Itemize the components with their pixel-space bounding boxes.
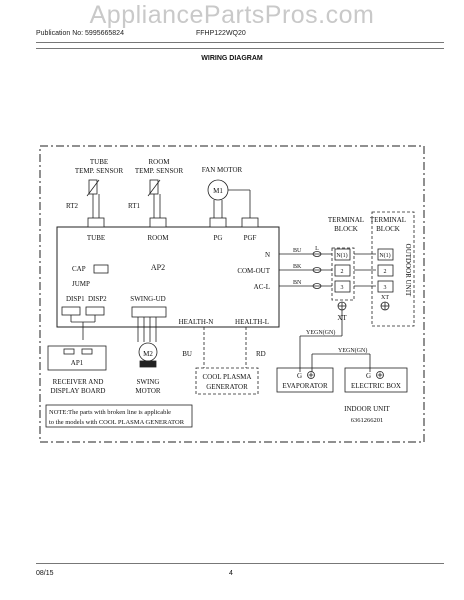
right-terminal-2: 2 — [384, 269, 387, 275]
com-out-label: COM-OUT — [237, 267, 270, 275]
bu-wire-label: BU — [293, 248, 302, 254]
ap2-board — [56, 226, 280, 328]
bu-plasma-wire-label: BU — [182, 350, 192, 358]
room-thermistor — [147, 179, 161, 218]
cap-label: CAP — [72, 265, 86, 273]
terminal-block-right-label-2: BLOCK — [376, 225, 400, 233]
l-wire-label: L — [315, 246, 319, 252]
swing-motor-label-1: SWING — [137, 378, 160, 386]
ap1-label: AP1 — [71, 359, 84, 367]
room-sensor-label-1: ROOM — [148, 158, 170, 166]
left-terminal-n1: N(1) — [336, 252, 347, 259]
outdoor-unit-label: OUTDOOR UNIT — [404, 244, 412, 297]
header-rule-bottom — [36, 48, 444, 49]
rt1-label: RT1 — [128, 202, 141, 210]
n-terminal-label: N — [265, 251, 270, 259]
fan-motor-label: FAN MOTOR — [202, 166, 243, 174]
indoor-to-outdoor-wires — [354, 253, 376, 287]
watermark: AppliancePartsPros.com — [89, 1, 375, 29]
disp1-label: DISP1 — [66, 295, 85, 303]
ground-wires — [299, 310, 371, 372]
evaporator-g-label: G — [297, 372, 302, 380]
tube-sensor-label-2: TEMP. SENSOR — [75, 167, 124, 175]
footer-rule — [36, 563, 444, 564]
disp1-connector — [61, 306, 81, 316]
terminal-block-left-label-1: TERMINAL — [328, 216, 364, 224]
indoor-unit-code: 6361266201 — [351, 417, 384, 424]
electric-box-label: ELECTRIC BOX — [351, 382, 401, 390]
ap2-to-terminal-wires — [279, 251, 332, 289]
diagram-frame — [39, 145, 425, 443]
note-line-1: NOTE:The parts with broken line is appli… — [49, 409, 171, 416]
health-n-label: HEALTH-N — [179, 318, 214, 326]
page-title: WIRING DIAGRAM — [201, 55, 263, 62]
room-connector-label: ROOM — [147, 234, 169, 242]
indoor-unit-label: INDOOR UNIT — [344, 405, 390, 413]
header-rule-top — [36, 42, 444, 43]
plasma-wires — [195, 327, 259, 395]
tube-sensor-label-1: TUBE — [90, 158, 108, 166]
tube-thermistor — [86, 179, 100, 218]
yegn-label-1: YEGN(GN) — [306, 329, 335, 336]
rd-wire-label: RD — [256, 350, 266, 358]
terminal-block-right-label-1: TERMINAL — [370, 216, 406, 224]
ap2-label: AP2 — [151, 263, 165, 272]
note-box — [45, 404, 193, 428]
ap1-receiver-board — [47, 315, 107, 371]
top-connectors — [87, 217, 259, 228]
swing-ud-connector — [131, 306, 167, 318]
evaporator-box — [276, 367, 334, 393]
page-number: 4 — [229, 570, 233, 577]
tube-connector-label: TUBE — [87, 234, 105, 242]
jump-label: JUMP — [72, 280, 90, 288]
disp2-label: DISP2 — [88, 295, 107, 303]
cap-jump-connector — [93, 264, 109, 274]
room-sensor-label-2: TEMP. SENSOR — [135, 167, 184, 175]
note-line-2: to the models with COOL PLASMA GENERATOR — [49, 419, 185, 426]
swing-ud-label: SWING-UD — [130, 295, 165, 303]
receiver-label-2: DISPLAY BOARD — [51, 387, 106, 395]
pgf-connector-label: PGF — [244, 234, 257, 242]
disp2-connector — [85, 306, 105, 316]
fan-motor-m1 — [207, 179, 251, 218]
m2-label: M2 — [143, 350, 153, 358]
right-terminal-3: 3 — [384, 285, 387, 291]
electric-box — [344, 367, 408, 393]
plasma-label-1: COOL PLASMA — [203, 373, 252, 381]
left-terminal-2: 2 — [341, 269, 344, 275]
receiver-label-1: RECEIVER AND — [53, 378, 104, 386]
rt2-label: RT2 — [66, 202, 79, 210]
terminal-block-right — [371, 211, 415, 327]
footer-date: 08/15 — [36, 570, 54, 577]
terminal-block-left-label-2: BLOCK — [334, 225, 358, 233]
m1-label: M1 — [213, 187, 223, 195]
ac-l-label: AC-L — [254, 283, 270, 291]
bk-wire-label: BK — [293, 264, 302, 270]
left-terminal-3: 3 — [341, 285, 344, 291]
health-l-label: HEALTH-L — [235, 318, 269, 326]
electric-box-g-label: G — [366, 372, 371, 380]
evaporator-label: EVAPORATOR — [282, 382, 328, 390]
swing-motor-m2 — [137, 317, 158, 368]
yegn-label-2: YEGN(GN) — [338, 347, 367, 354]
model-number: FFHP122WQ20 — [196, 30, 246, 37]
pg-connector-label: PG — [214, 234, 223, 242]
bn-wire-label: BN — [293, 280, 302, 286]
xt-label-right: XT — [381, 295, 389, 301]
publication-number: Publication No: 5995665824 — [36, 30, 124, 37]
right-terminal-n1: N(1) — [379, 252, 390, 259]
swing-motor-label-2: MOTOR — [135, 387, 160, 395]
plasma-label-2: GENERATOR — [206, 383, 248, 391]
